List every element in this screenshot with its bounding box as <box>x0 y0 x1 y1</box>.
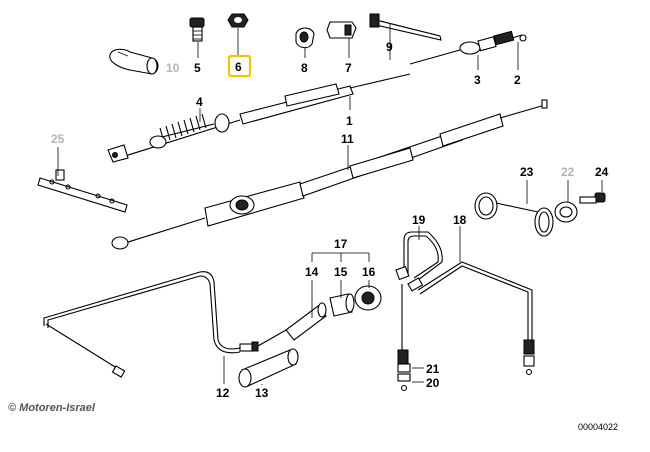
group-17-bracket <box>311 252 370 262</box>
callout-12[interactable]: 12 <box>216 386 230 400</box>
part-11-cable[interactable] <box>111 99 548 250</box>
copyright-text: © Motoren-Israel <box>8 402 96 414</box>
callout-4[interactable]: 4 <box>196 95 203 109</box>
part-3-adjuster[interactable] <box>409 36 497 65</box>
callout-25[interactable]: 25 <box>51 132 65 146</box>
diagram-code: 00004022 <box>578 422 618 432</box>
callout-18[interactable]: 18 <box>453 213 467 227</box>
callout-15[interactable]: 15 <box>334 265 348 279</box>
part-20-seal[interactable] <box>397 373 411 392</box>
callout-11[interactable]: 11 <box>341 132 354 146</box>
callout-17[interactable]: 17 <box>334 237 348 251</box>
callout-16[interactable]: 16 <box>362 265 376 279</box>
part-7-clip[interactable] <box>326 21 357 39</box>
part-21-union-nut[interactable] <box>397 363 411 373</box>
part-13-grip[interactable] <box>238 348 299 388</box>
part-23-cable-loop[interactable] <box>474 192 554 237</box>
part-4-spring-boot[interactable] <box>107 113 230 163</box>
pipe-end-fitting <box>523 355 535 376</box>
part-6-nut[interactable] <box>227 13 249 28</box>
callout-7[interactable]: 7 <box>345 61 352 75</box>
part-16-cap[interactable] <box>354 285 382 311</box>
callout-19[interactable]: 19 <box>412 213 426 227</box>
callout-23[interactable]: 23 <box>520 165 534 179</box>
leader-lines <box>57 24 603 385</box>
part-8-bushing[interactable] <box>295 27 315 49</box>
part-24-bolt[interactable] <box>579 192 606 204</box>
part-10-rubber-boot[interactable] <box>109 48 159 75</box>
callout-9[interactable]: 9 <box>386 40 393 54</box>
callout-21[interactable]: 21 <box>426 362 440 376</box>
callout-1[interactable]: 1 <box>346 114 353 128</box>
part-12-return-cable[interactable] <box>43 271 287 378</box>
part-22-washer[interactable] <box>554 201 578 223</box>
part-5-bolt[interactable] <box>189 17 205 42</box>
callout-3[interactable]: 3 <box>474 73 481 87</box>
part-19-pipe[interactable] <box>395 231 443 281</box>
callout-14[interactable]: 14 <box>305 265 319 279</box>
callout-8[interactable]: 8 <box>301 61 308 75</box>
highlight-box-6 <box>227 54 252 78</box>
callout-2[interactable]: 2 <box>514 73 521 87</box>
callout-5[interactable]: 5 <box>194 61 201 75</box>
part-25-clamp[interactable] <box>37 169 128 213</box>
part-1-cable[interactable] <box>124 73 411 157</box>
callout-24[interactable]: 24 <box>595 165 609 179</box>
callout-22[interactable]: 22 <box>561 165 575 179</box>
part-15-bushing[interactable] <box>329 293 355 317</box>
callout-10[interactable]: 10 <box>166 61 180 75</box>
part-9-cable-tie[interactable] <box>369 13 442 41</box>
callout-20[interactable]: 20 <box>426 376 440 390</box>
part-14-sleeve[interactable] <box>285 302 327 341</box>
callout-labels: 1 2 3 4 5 6 7 8 9 10 11 12 13 14 15 16 1… <box>51 40 609 400</box>
callout-13[interactable]: 13 <box>255 386 269 400</box>
callout-6[interactable]: 6 <box>235 60 242 74</box>
part-2-end-fitting[interactable] <box>493 30 527 46</box>
part-18-pipe[interactable] <box>397 261 535 365</box>
